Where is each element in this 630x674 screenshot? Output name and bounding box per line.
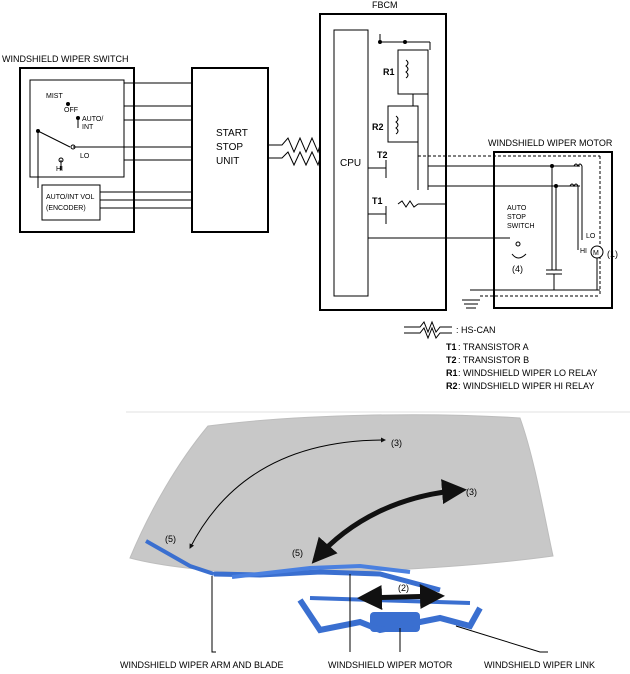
motor-m-symbol: M xyxy=(593,250,599,257)
callout-5-right: (5) xyxy=(292,548,303,558)
legend-t1-key: T1 xyxy=(446,342,457,352)
transistor-t2-label: T2 xyxy=(377,150,388,160)
wiper-blade-right xyxy=(231,563,411,579)
switch-auto-label: AUTO/ xyxy=(82,116,103,123)
fbcm-block: FBCM CPU R1 R2 T2 T1 xyxy=(319,0,510,311)
wiper-link-frame xyxy=(297,598,483,634)
callout-2: (2) xyxy=(398,583,409,593)
legend-r1-key: R1 xyxy=(446,368,458,378)
auto-stop-label-2: STOP xyxy=(507,214,526,221)
fbcm-title: FBCM xyxy=(372,0,398,10)
callout-4: (4) xyxy=(512,264,523,274)
encoder-label-1: AUTO/INT VOL xyxy=(46,194,94,201)
wiper-blade-left xyxy=(145,539,215,576)
callout-5-left: (5) xyxy=(165,534,176,544)
legend-t1-value: : TRANSISTOR A xyxy=(458,342,529,352)
start-stop-label-1: START xyxy=(216,128,248,139)
cpu-label: CPU xyxy=(340,158,361,169)
switch-hi-label: HI xyxy=(56,166,63,173)
callout-3-lower: (3) xyxy=(466,487,477,497)
motor-lo-label: LO xyxy=(586,233,596,240)
legend-t2-value: : TRANSISTOR B xyxy=(458,355,529,365)
switch-off-label: OFF xyxy=(64,107,78,114)
callout-3-upper: (3) xyxy=(391,438,402,448)
encoder-label-2: (ENCODER) xyxy=(46,205,86,212)
callout-1: (1) xyxy=(607,249,618,259)
legend-r2-key: R2 xyxy=(446,381,458,391)
auto-stop-label-1: AUTO xyxy=(507,205,527,212)
motor-hi-label: HI xyxy=(580,248,587,255)
legend-hscan: : HS-CAN xyxy=(456,325,496,335)
start-stop-label-3: UNIT xyxy=(216,156,239,167)
wiper-switch-block: WINDSHIELD WIPER SWITCH MIST OFF AUTO/ I… xyxy=(2,54,192,233)
label-wiper-link: WINDSHIELD WIPER LINK xyxy=(484,660,595,670)
switch-title: WINDSHIELD WIPER SWITCH xyxy=(2,54,129,64)
start-stop-unit-block: START STOP UNIT xyxy=(191,67,321,233)
transistor-t1-label: T1 xyxy=(372,196,383,206)
legend: : HS-CAN T1 : TRANSISTOR A T2 : TRANSIST… xyxy=(404,320,597,391)
wiper-motor-block: WINDSHIELD WIPER MOTOR M LO HI (1) AUTO … xyxy=(418,138,618,309)
switch-mist-label: MIST xyxy=(46,93,63,100)
windshield-glass xyxy=(129,414,554,575)
label-wiper-motor: WINDSHIELD WIPER MOTOR xyxy=(328,660,453,670)
relay-r1-label: R1 xyxy=(383,67,395,77)
legend-r1-value: : WINDSHIELD WIPER LO RELAY xyxy=(458,368,597,378)
legend-r2-value: : WINDSHIELD WIPER HI RELAY xyxy=(458,381,594,391)
wiper-illustration: (3) (3) (5) (5) (2) WINDSHIELD WIPER ARM… xyxy=(120,411,630,670)
auto-stop-label-3: SWITCH xyxy=(507,223,535,230)
switch-int-label: INT xyxy=(82,124,94,131)
switch-lo-label: LO xyxy=(80,153,90,160)
start-stop-label-2: STOP xyxy=(216,142,243,153)
relay-r2-label: R2 xyxy=(372,122,384,132)
motor-title: WINDSHIELD WIPER MOTOR xyxy=(488,138,613,148)
label-wiper-arm-blade: WINDSHIELD WIPER ARM AND BLADE xyxy=(120,660,284,670)
legend-t2-key: T2 xyxy=(446,355,457,365)
